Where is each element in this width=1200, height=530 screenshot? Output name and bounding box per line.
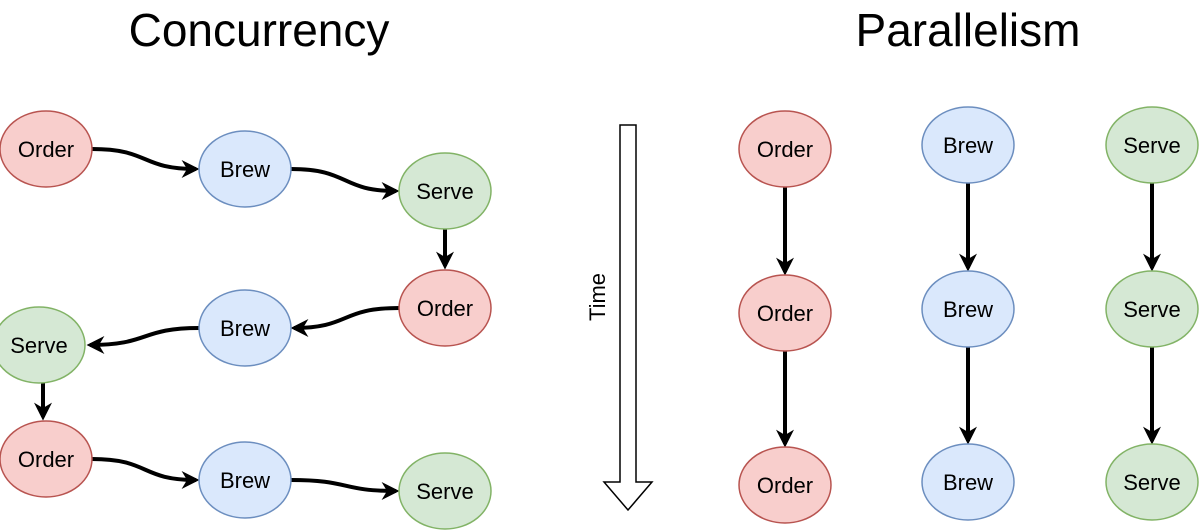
order-ellipse [738,110,832,188]
brew-ellipse [198,130,292,208]
concurrency-arrow [91,147,200,178]
parallelism-serve-node: Serve [1105,443,1199,521]
concurrency-order-node: Order [0,110,93,188]
concurrency-serve-node: Serve [398,452,492,530]
time-arrow: Time [585,124,654,512]
parallelism-brew-node-label: Brew [943,297,993,322]
serve-ellipse [1105,106,1199,184]
order-ellipse [398,269,492,347]
order-ellipse [738,446,832,524]
concurrency-order-node-label: Order [417,296,473,321]
parallelism-brew-node-label: Brew [943,470,993,495]
concurrency-serve-node-label: Serve [416,179,473,204]
brew-ellipse [198,441,292,519]
parallelism-order-node-label: Order [757,473,813,498]
concurrency-serve-node: Serve [0,306,86,384]
brew-ellipse [921,270,1015,348]
parallelism-order-node: Order [738,274,832,352]
concurrency-brew-node: Brew [198,441,292,519]
concurrency-arrow [86,326,200,354]
time-arrow-shape [602,124,654,512]
parallelism-brew-node: Brew [921,270,1015,348]
concurrency-brew-node: Brew [198,289,292,367]
concurrency-order-node: Order [0,420,93,498]
parallelism-flow: OrderOrderOrderBrewBrewBrewServeServeSer… [738,106,1199,524]
concurrency-order-node-label: Order [18,137,74,162]
concurrency-order-node: Order [398,269,492,347]
serve-ellipse [398,152,492,230]
brew-ellipse [921,106,1015,184]
concurrency-arrow [290,306,400,337]
concurrency-arrow [290,167,400,200]
order-ellipse [738,274,832,352]
concurrency-brew-node-label: Brew [220,468,270,493]
concurrency-serve-node-label: Serve [416,479,473,504]
concurrency-brew-node: Brew [198,130,292,208]
concurrency-serve-node-label: Serve [10,333,67,358]
order-ellipse [0,420,93,498]
concurrency-order-node-label: Order [18,447,74,472]
serve-ellipse [1105,443,1199,521]
parallelism-order-node: Order [738,110,832,188]
order-ellipse [0,110,93,188]
concurrency-title: Concurrency [129,4,390,56]
concurrency-arrow [290,478,400,500]
brew-ellipse [198,289,292,367]
concurrency-serve-node: Serve [398,152,492,230]
parallelism-order-node-label: Order [757,301,813,326]
parallelism-order-node-label: Order [757,137,813,162]
parallelism-serve-node: Serve [1105,106,1199,184]
brew-ellipse [921,443,1015,521]
parallelism-brew-node-label: Brew [943,133,993,158]
serve-ellipse [1105,270,1199,348]
concurrency-arrow [91,457,200,489]
parallelism-serve-node: Serve [1105,270,1199,348]
parallelism-serve-node-label: Serve [1123,297,1180,322]
parallelism-title: Parallelism [856,4,1081,56]
parallelism-brew-node: Brew [921,443,1015,521]
serve-ellipse [398,452,492,530]
time-label: Time [585,273,610,321]
parallelism-brew-node: Brew [921,106,1015,184]
concurrency-brew-node-label: Brew [220,157,270,182]
parallelism-serve-node-label: Serve [1123,133,1180,158]
parallelism-order-node: Order [738,446,832,524]
concurrency-brew-node-label: Brew [220,316,270,341]
serve-ellipse [0,306,86,384]
parallelism-serve-node-label: Serve [1123,470,1180,495]
